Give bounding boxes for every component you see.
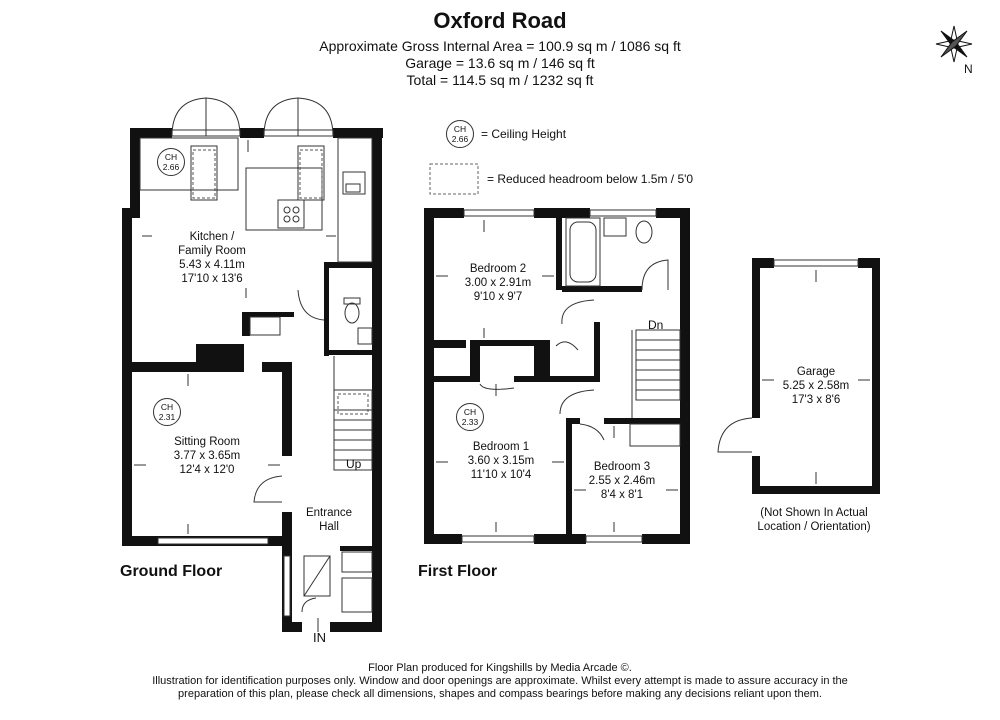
compass-rose <box>935 25 973 63</box>
compass-north-label: N <box>964 62 973 76</box>
legend-reduced-headroom: = Reduced headroom below 1.5m / 5'0 <box>487 172 694 186</box>
first-floor-walls <box>424 208 690 544</box>
garage-area: Garage = 13.6 sq m / 146 sq ft <box>405 55 595 71</box>
legend-ceiling-height: = Ceiling Height <box>481 127 567 141</box>
bedroom-1-label: Bedroom 1 3.60 x 3.15m 11'10 x 10'4 <box>467 441 535 481</box>
ground-floor-fixtures <box>139 97 373 617</box>
first-floor-label: First Floor <box>418 563 498 580</box>
bedroom-3-label: Bedroom 3 2.55 x 2.46m 8'4 x 8'1 <box>588 461 656 501</box>
garage-label: Garage 5.25 x 2.58m 17'3 x 8'6 <box>782 366 850 406</box>
page-title: Oxford Road <box>433 8 567 33</box>
garage-note: (Not Shown In Actual Location / Orientat… <box>757 507 871 533</box>
ground-floor-walls <box>122 128 383 632</box>
gross-internal-area: Approximate Gross Internal Area = 100.9 … <box>319 38 681 54</box>
kitchen-label: Kitchen / Family Room 5.43 x 4.11m 17'10… <box>178 231 246 285</box>
bedroom-2-label: Bedroom 2 3.00 x 2.91m 9'10 x 9'7 <box>464 263 532 303</box>
entrance-in-label: IN <box>313 630 326 645</box>
first-floor-fixtures <box>461 209 681 543</box>
sitting-room-label: Sitting Room 3.77 x 3.65m 12'4 x 12'0 <box>173 436 241 476</box>
reduced-headroom-swatch <box>429 163 479 195</box>
total-area: Total = 114.5 sq m / 1232 sq ft <box>406 72 594 88</box>
dimension-arrows <box>134 140 870 632</box>
stairs-up-label: Up <box>346 457 362 471</box>
ground-floor-label: Ground Floor <box>120 563 223 580</box>
garage-walls <box>752 258 880 494</box>
stairs-down-label: Dn <box>648 318 664 332</box>
disclaimer-footer: Floor Plan produced for Kingshills by Me… <box>152 662 848 700</box>
entrance-hall-label: Entrance Hall <box>305 507 353 533</box>
